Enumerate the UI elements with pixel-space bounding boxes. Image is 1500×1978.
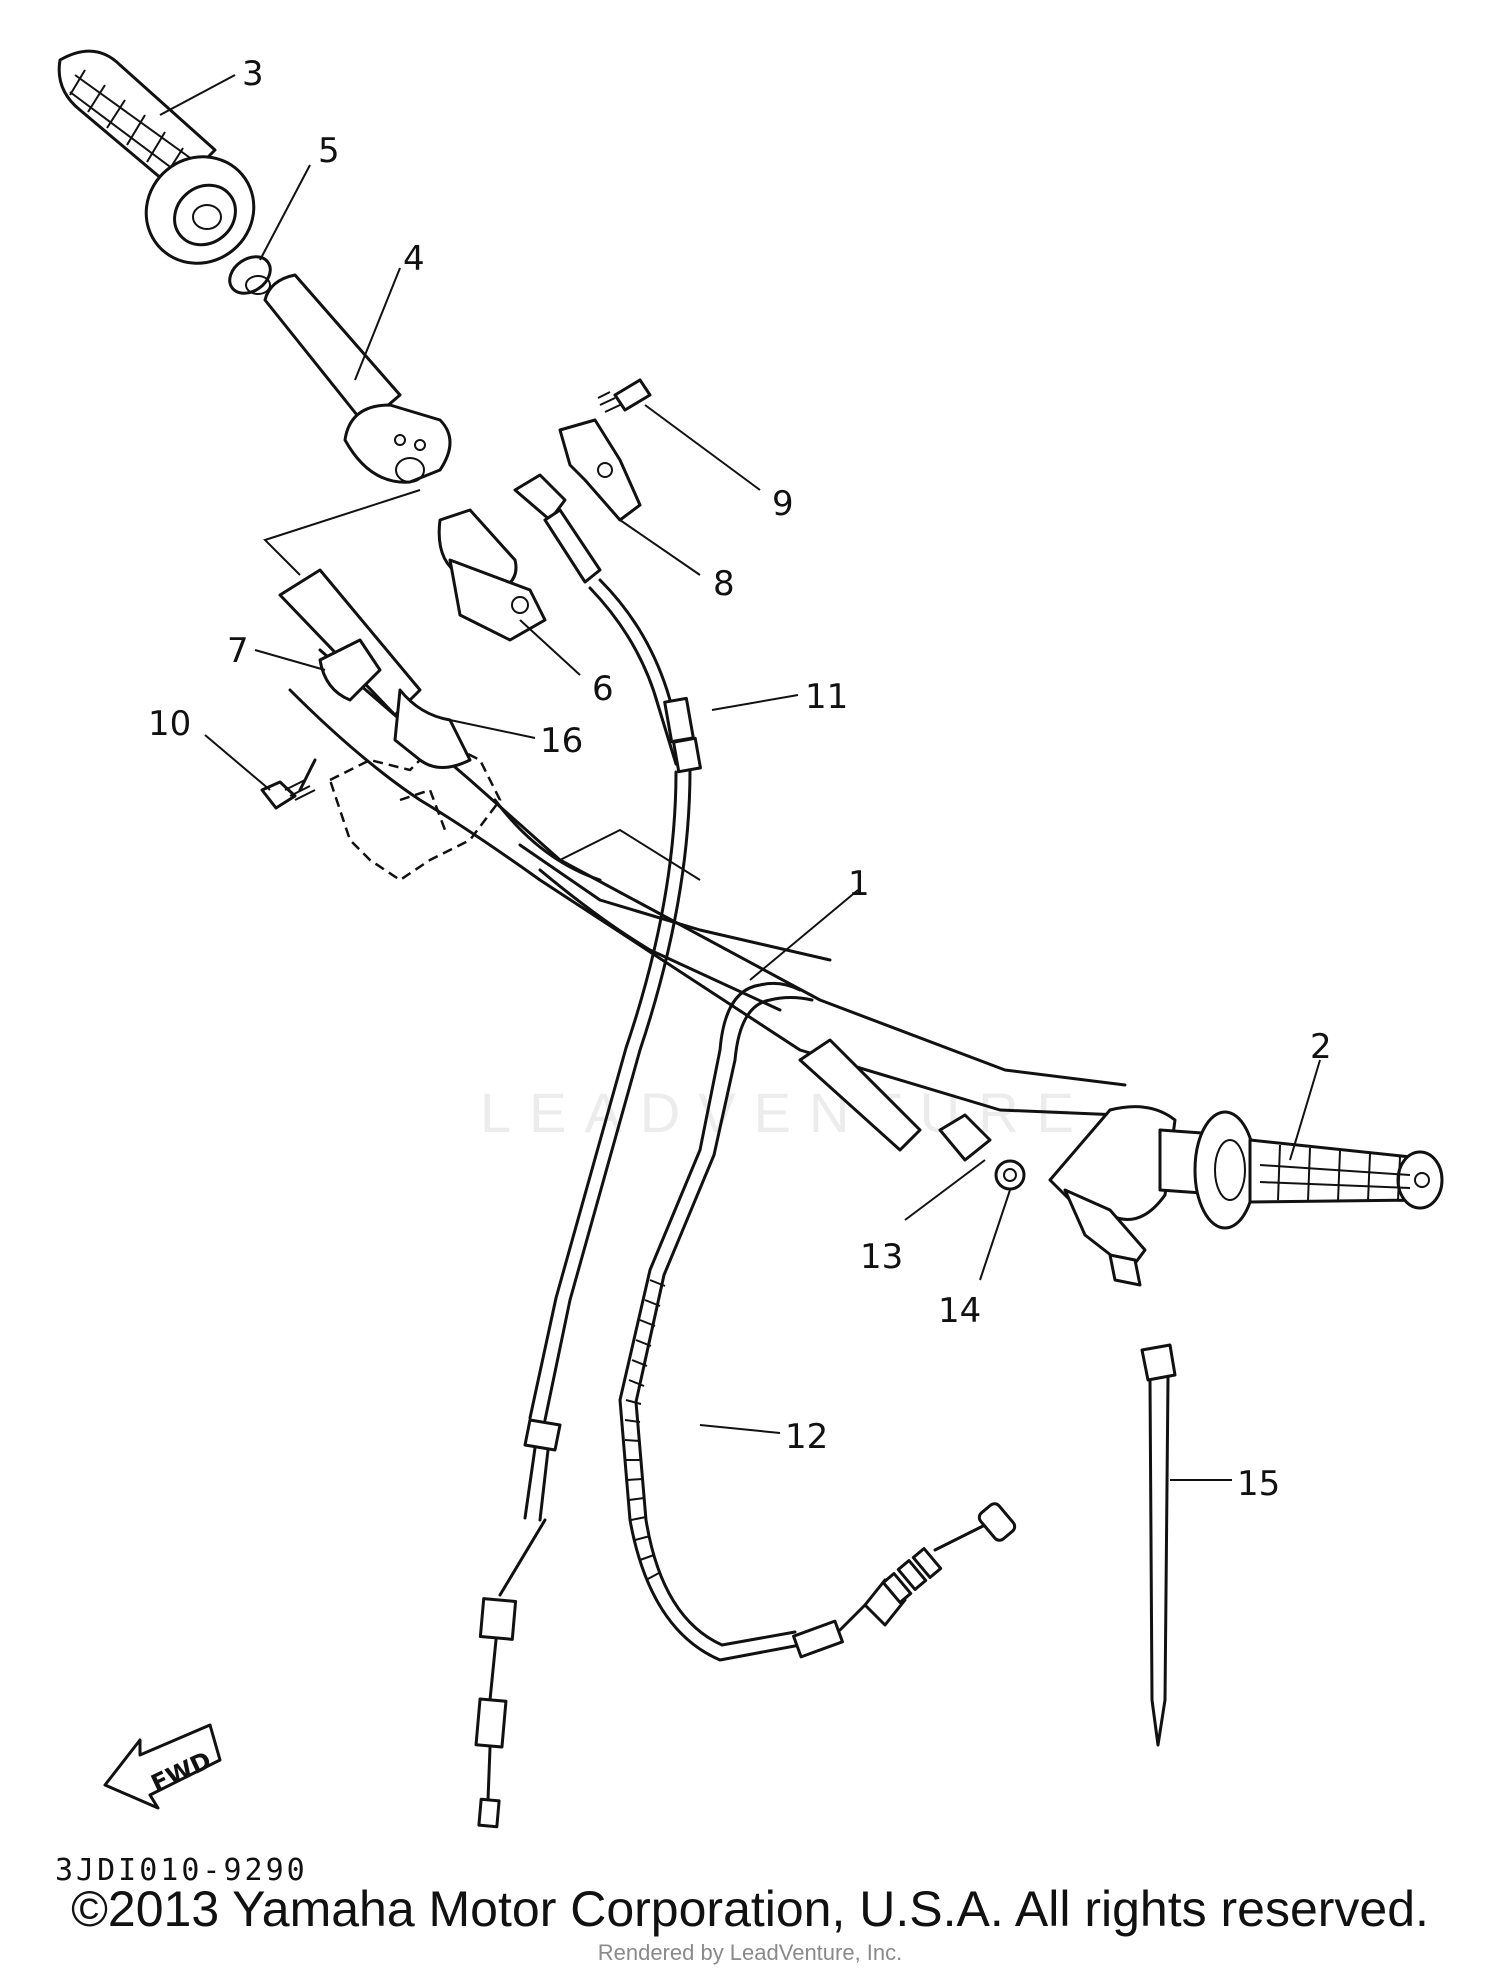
callout-6: 6: [592, 669, 614, 709]
callout-10: 10: [148, 704, 191, 744]
leader-lines: [159, 74, 1321, 1481]
callout-3: 3: [242, 54, 264, 94]
diagram-code: 3JDI010-9290: [55, 1853, 308, 1888]
callout-2: 2: [1310, 1027, 1332, 1067]
callout-4: 4: [403, 239, 425, 279]
callout-15: 15: [1237, 1464, 1280, 1504]
rendered-by-notice: Rendered by LeadVenture, Inc.: [597, 1940, 903, 1965]
callout-16: 16: [540, 721, 583, 761]
callout-12: 12: [785, 1417, 828, 1457]
callout-11: 11: [805, 677, 848, 717]
throttle-cable-part[interactable]: [474, 473, 702, 1829]
clutch-perch-part[interactable]: [1048, 1105, 1177, 1287]
throttle-tube-part[interactable]: [263, 273, 452, 484]
assembly-line: [263, 489, 421, 576]
callout-7: 7: [227, 631, 249, 671]
clutch-adjuster-part[interactable]: [798, 1038, 1026, 1191]
copyright-notice: ©2013 Yamaha Motor Corporation, U.S.A. A…: [71, 1881, 1429, 1937]
throttle-body-part[interactable]: [278, 568, 472, 769]
screw-10-part[interactable]: [260, 758, 317, 810]
callout-numbers: 1 2 3 4 5 6 7 8 9 10 11 12 13 14 15 16: [148, 54, 1332, 1504]
callout-1: 1: [848, 864, 870, 904]
clutch-cable-part[interactable]: [618, 981, 1017, 1662]
callout-13: 13: [860, 1237, 903, 1277]
right-grip-part[interactable]: [1158, 1110, 1444, 1230]
collar-part[interactable]: [223, 249, 277, 300]
throttle-housing-part[interactable]: [437, 508, 547, 642]
screw-9-part[interactable]: [597, 378, 652, 413]
cable-tie-part[interactable]: [1140, 1343, 1177, 1747]
callout-9: 9: [772, 484, 794, 524]
callout-14: 14: [938, 1291, 981, 1331]
left-grip-part[interactable]: [57, 49, 275, 285]
callout-8: 8: [713, 564, 735, 604]
throttle-cover-part[interactable]: [558, 418, 642, 522]
phantom-switch-outline: [328, 738, 502, 882]
callout-5: 5: [318, 131, 340, 171]
fwd-arrow-icon: FWD: [103, 1723, 222, 1810]
